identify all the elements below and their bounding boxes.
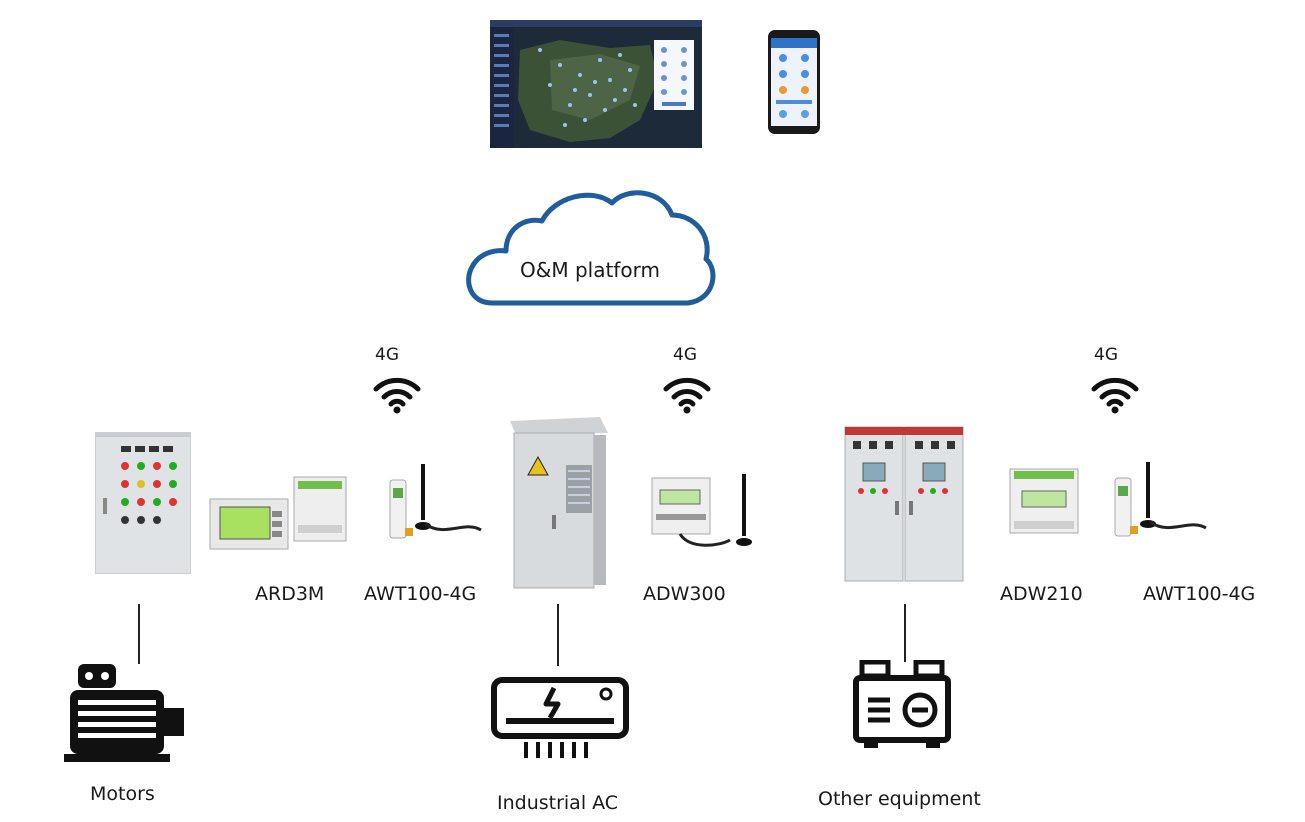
cloud-label: O&M platform (520, 258, 660, 282)
device-label: AWT100-4G (364, 583, 477, 605)
air-conditioner-icon (490, 676, 630, 762)
equipment-label: Industrial AC (497, 792, 619, 814)
device-label: ADW210 (1000, 583, 1083, 605)
ard3m-device (208, 475, 348, 550)
monitor-screen (490, 20, 702, 148)
awt100-4g-device (385, 460, 485, 544)
signal-4g-label: 4G (1094, 345, 1118, 365)
adw300-device (650, 470, 760, 552)
equipment-label: Other equipment (818, 788, 981, 810)
cloud-shape (462, 185, 720, 315)
generator-icon (850, 660, 954, 752)
switchgear-cabinet (843, 425, 965, 583)
connector-line (904, 604, 906, 662)
motor-control-cabinet (95, 432, 191, 574)
wifi-icon (1091, 375, 1139, 415)
mobile-phone (768, 30, 820, 134)
signal-4g-label: 4G (673, 345, 697, 365)
device-label: ADW300 (643, 583, 726, 605)
device-label: AWT100-4G (1143, 583, 1256, 605)
wifi-icon (663, 375, 711, 415)
signal-4g-label: 4G (375, 345, 399, 365)
adw210-device (1008, 465, 1080, 537)
connector-line (557, 604, 559, 666)
awt100-4g-device (1110, 458, 1210, 542)
connector-line (138, 604, 140, 664)
wifi-icon (373, 375, 421, 415)
equipment-label: Motors (90, 783, 155, 805)
outdoor-cabinet (508, 415, 610, 590)
motor-icon (62, 664, 187, 764)
device-label: ARD3M (255, 583, 325, 605)
